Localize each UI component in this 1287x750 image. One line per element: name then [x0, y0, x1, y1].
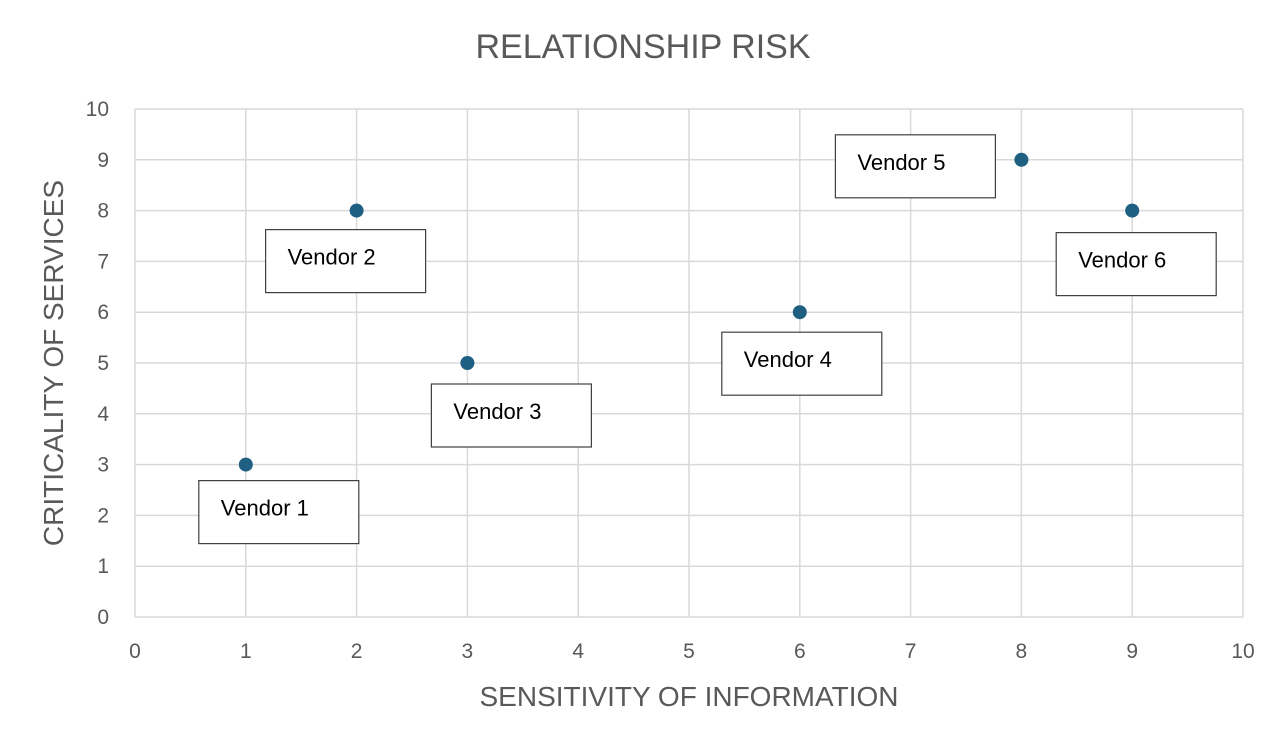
data-label-box: [265, 229, 427, 294]
x-tick-label: 9: [1126, 640, 1138, 663]
y-tick-label: 6: [97, 301, 109, 324]
chart-title: RELATIONSHIP RISK: [475, 28, 810, 66]
data-label: Vendor 1: [221, 496, 309, 521]
data-points: [238, 152, 1140, 472]
data-label-box: [198, 480, 360, 545]
x-tick-label: 7: [905, 640, 917, 663]
data-label: Vendor 5: [857, 150, 945, 175]
data-label: Vendor 4: [744, 347, 832, 372]
data-label-box: [721, 331, 883, 396]
data-point: [792, 305, 807, 320]
x-tick-label: 0: [129, 640, 141, 663]
x-tick-label: 1: [240, 640, 252, 663]
y-tick-label: 8: [97, 200, 109, 223]
x-tick-label: 10: [1231, 640, 1254, 663]
x-tick-label: 5: [683, 640, 695, 663]
data-point: [1014, 152, 1029, 167]
data-label-box: [1055, 232, 1217, 297]
data-label: Vendor 6: [1078, 248, 1166, 273]
data-labels: Vendor 1 Vendor 2 Vendor 3 Vendor 4 Vendor 5…: [198, 134, 1217, 545]
data-label-box: [834, 134, 997, 199]
y-tick-label: 7: [97, 250, 109, 273]
data-label-box: [430, 383, 592, 448]
y-tick-label: 0: [97, 606, 109, 629]
y-tick-label: 2: [97, 504, 109, 527]
data-point: [1125, 203, 1140, 218]
data-label: Vendor 3: [453, 399, 541, 424]
y-tick-label: 1: [97, 555, 109, 578]
x-tick-label: 4: [572, 640, 584, 663]
y-tick-label: 9: [97, 149, 109, 172]
y-axis-title: CRITICALITY OF SERVICES: [38, 180, 69, 546]
x-axis-title: SENSITIVITY OF INFORMATION: [480, 681, 899, 712]
y-tick-label: 3: [97, 454, 109, 477]
y-tick-label: 10: [86, 98, 109, 121]
data-point: [238, 457, 253, 472]
x-tick-label: 6: [794, 640, 806, 663]
data-point: [460, 356, 475, 370]
data-point: [349, 203, 364, 218]
grid: [134, 108, 1244, 618]
y-tick-label: 4: [97, 403, 109, 426]
x-tick-label: 8: [1016, 640, 1028, 663]
x-tick-label: 2: [351, 640, 363, 663]
x-tick-label: 3: [462, 640, 474, 663]
axis-ticks: 0 1 2 3 4 5 6 7 8 9 10 0 1 2 3 4 5 6 7 8 9 10: [86, 98, 1255, 663]
y-tick-label: 5: [97, 352, 109, 375]
data-label: Vendor 2: [288, 245, 376, 270]
